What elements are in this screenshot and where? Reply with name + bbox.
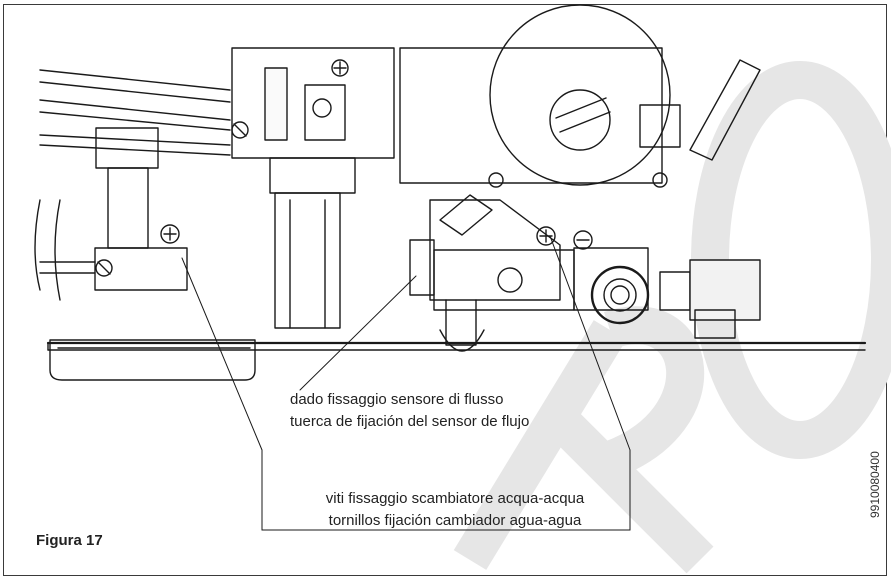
- flow-sensor-callout-line-es: tuerca de fijación del sensor de flujo: [290, 413, 530, 430]
- flow-sensor-nut-callout: dado fissaggio sensore di flusso tuerca …: [290, 389, 529, 433]
- leader-lines: [181, 235, 631, 531]
- figure-title: Figura 17: [36, 532, 103, 549]
- exchanger-screws-callout: viti fissaggio scambiatore acqua-acqua t…: [270, 488, 640, 532]
- left-connector: [34, 127, 188, 301]
- heat-exchanger-block: [409, 194, 761, 352]
- drawing-code: 9910080400: [868, 451, 882, 518]
- exchanger-callout-line-es: tornillos fijación cambiador agua-agua: [328, 512, 582, 529]
- flow-sensor-callout-line-it: dado fissaggio sensore di flusso: [290, 391, 504, 408]
- cable-bundle: [39, 69, 231, 156]
- circulation-pump: [399, 4, 761, 188]
- watermark: [453, 61, 891, 574]
- gas-valve: [231, 47, 395, 329]
- exchanger-callout-line-it: viti fissaggio scambiatore acqua-acqua: [325, 490, 585, 507]
